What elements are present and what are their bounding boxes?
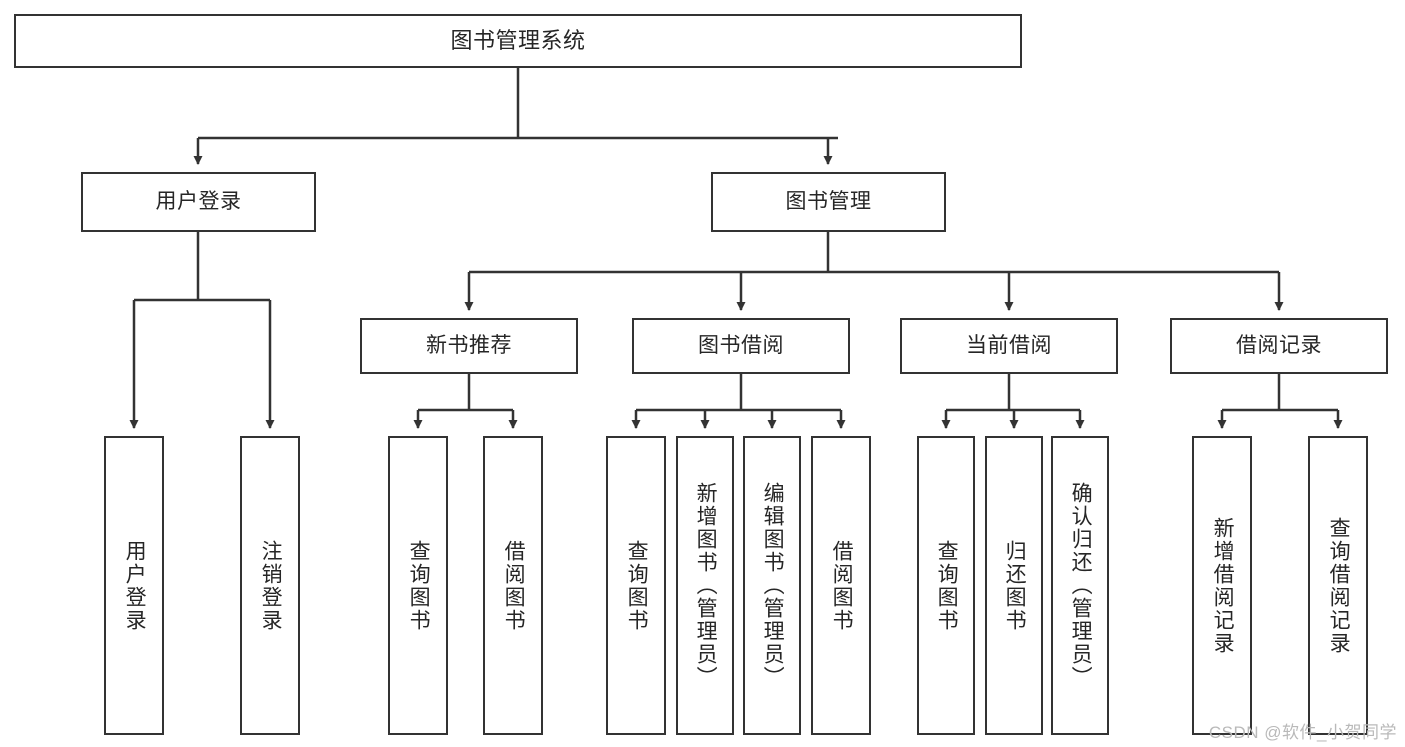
node-user-login[interactable]: 用户登录 <box>81 172 316 232</box>
node-borrow-record[interactable]: 借阅记录 <box>1170 318 1388 374</box>
leaf-query-borrow-record[interactable]: 查询借阅记录 <box>1308 436 1368 735</box>
node-label: 新增图书（管理员） <box>694 482 718 689</box>
node-book-borrow[interactable]: 图书借阅 <box>632 318 850 374</box>
node-label: 用户登录 <box>155 190 242 214</box>
node-label: 借阅记录 <box>1236 334 1322 358</box>
node-label: 图书管理系统 <box>450 27 586 53</box>
node-label: 图书管理 <box>785 190 872 214</box>
node-label: 当前借阅 <box>966 334 1052 358</box>
leaf-current-query-book[interactable]: 查询图书 <box>917 436 975 735</box>
node-label: 查询图书 <box>625 539 649 632</box>
node-label: 查询借阅记录 <box>1327 516 1351 655</box>
node-label: 确认归还（管理员） <box>1069 482 1093 689</box>
node-label: 查询图书 <box>935 539 959 632</box>
leaf-new-book-borrow[interactable]: 借阅图书 <box>483 436 543 735</box>
node-current-borrow[interactable]: 当前借阅 <box>900 318 1118 374</box>
node-label: 归还图书 <box>1003 539 1027 632</box>
node-label: 查询图书 <box>407 539 431 632</box>
leaf-user-login[interactable]: 用户登录 <box>104 436 164 735</box>
leaf-new-book-query[interactable]: 查询图书 <box>388 436 448 735</box>
node-new-book-recommend[interactable]: 新书推荐 <box>360 318 578 374</box>
leaf-add-borrow-record[interactable]: 新增借阅记录 <box>1192 436 1252 735</box>
leaf-borrow-query-book[interactable]: 查询图书 <box>606 436 666 735</box>
leaf-borrow-book[interactable]: 借阅图书 <box>811 436 871 735</box>
node-label: 用户登录 <box>123 539 147 632</box>
node-label: 新增借阅记录 <box>1211 516 1235 655</box>
node-label: 图书借阅 <box>698 334 784 358</box>
leaf-return-book[interactable]: 归还图书 <box>985 436 1043 735</box>
node-book-management[interactable]: 图书管理 <box>711 172 946 232</box>
node-label: 新书推荐 <box>426 334 512 358</box>
leaf-add-book-admin[interactable]: 新增图书（管理员） <box>676 436 734 735</box>
leaf-edit-book-admin[interactable]: 编辑图书（管理员） <box>743 436 801 735</box>
node-root-book-management-system[interactable]: 图书管理系统 <box>14 14 1022 68</box>
node-label: 注销登录 <box>259 539 283 632</box>
node-label: 借阅图书 <box>830 539 854 632</box>
leaf-logout[interactable]: 注销登录 <box>240 436 300 735</box>
node-label: 编辑图书（管理员） <box>761 482 785 689</box>
node-label: 借阅图书 <box>502 539 526 632</box>
leaf-confirm-return-admin[interactable]: 确认归还（管理员） <box>1051 436 1109 735</box>
csdn-watermark: CSDN @软件_小贺同学 <box>1208 723 1397 742</box>
